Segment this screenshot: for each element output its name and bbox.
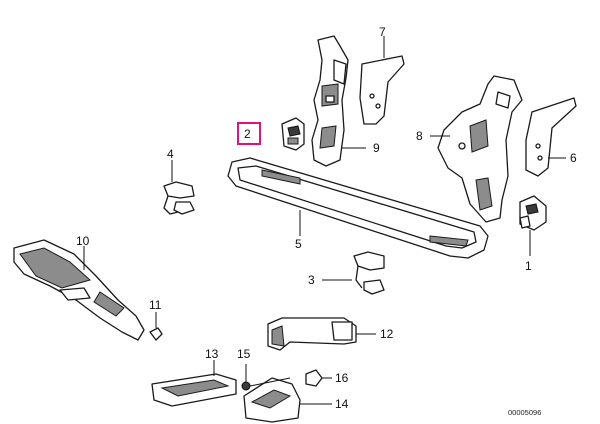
- label-1: 1: [525, 259, 532, 273]
- part-16-nut[interactable]: [305, 369, 332, 387]
- part-14-lower-duct[interactable]: [243, 377, 332, 423]
- diagram-reference-number: 00005096: [508, 408, 541, 417]
- label-14: 14: [335, 397, 349, 411]
- part-13-lower-panel[interactable]: [151, 360, 237, 407]
- label-6: 6: [570, 151, 577, 165]
- label-13: 13: [205, 347, 219, 361]
- label-16: 16: [335, 371, 349, 385]
- part-8-right-support[interactable]: [430, 75, 523, 223]
- part-10-air-deflector[interactable]: [13, 239, 145, 341]
- part-4-left-strap[interactable]: [163, 160, 195, 215]
- part-9-left-support[interactable]: [311, 35, 366, 167]
- part-5-crossmember[interactable]: [227, 157, 489, 259]
- label-2-highlighted: 2: [244, 127, 251, 141]
- label-9: 9: [373, 141, 380, 155]
- highlighted-label-frame: [237, 122, 261, 145]
- part-3-lower-strap[interactable]: [322, 251, 385, 295]
- part-2-bracket[interactable]: [281, 117, 305, 151]
- label-7: 7: [379, 25, 386, 39]
- label-4: 4: [167, 147, 174, 161]
- part-11-clip[interactable]: [149, 312, 163, 341]
- label-5: 5: [295, 237, 302, 251]
- part-15-screw[interactable]: [241, 364, 291, 391]
- label-11: 11: [149, 298, 162, 312]
- label-15: 15: [237, 347, 251, 361]
- label-8: 8: [416, 129, 423, 143]
- part-12-duct[interactable]: [267, 317, 376, 351]
- part-1-right-bracket[interactable]: [519, 195, 547, 256]
- part-6-right-gusset[interactable]: [525, 97, 577, 177]
- label-12: 12: [380, 327, 394, 341]
- part-7-left-gusset[interactable]: [359, 36, 405, 125]
- label-3: 3: [308, 273, 315, 287]
- label-10: 10: [76, 234, 90, 248]
